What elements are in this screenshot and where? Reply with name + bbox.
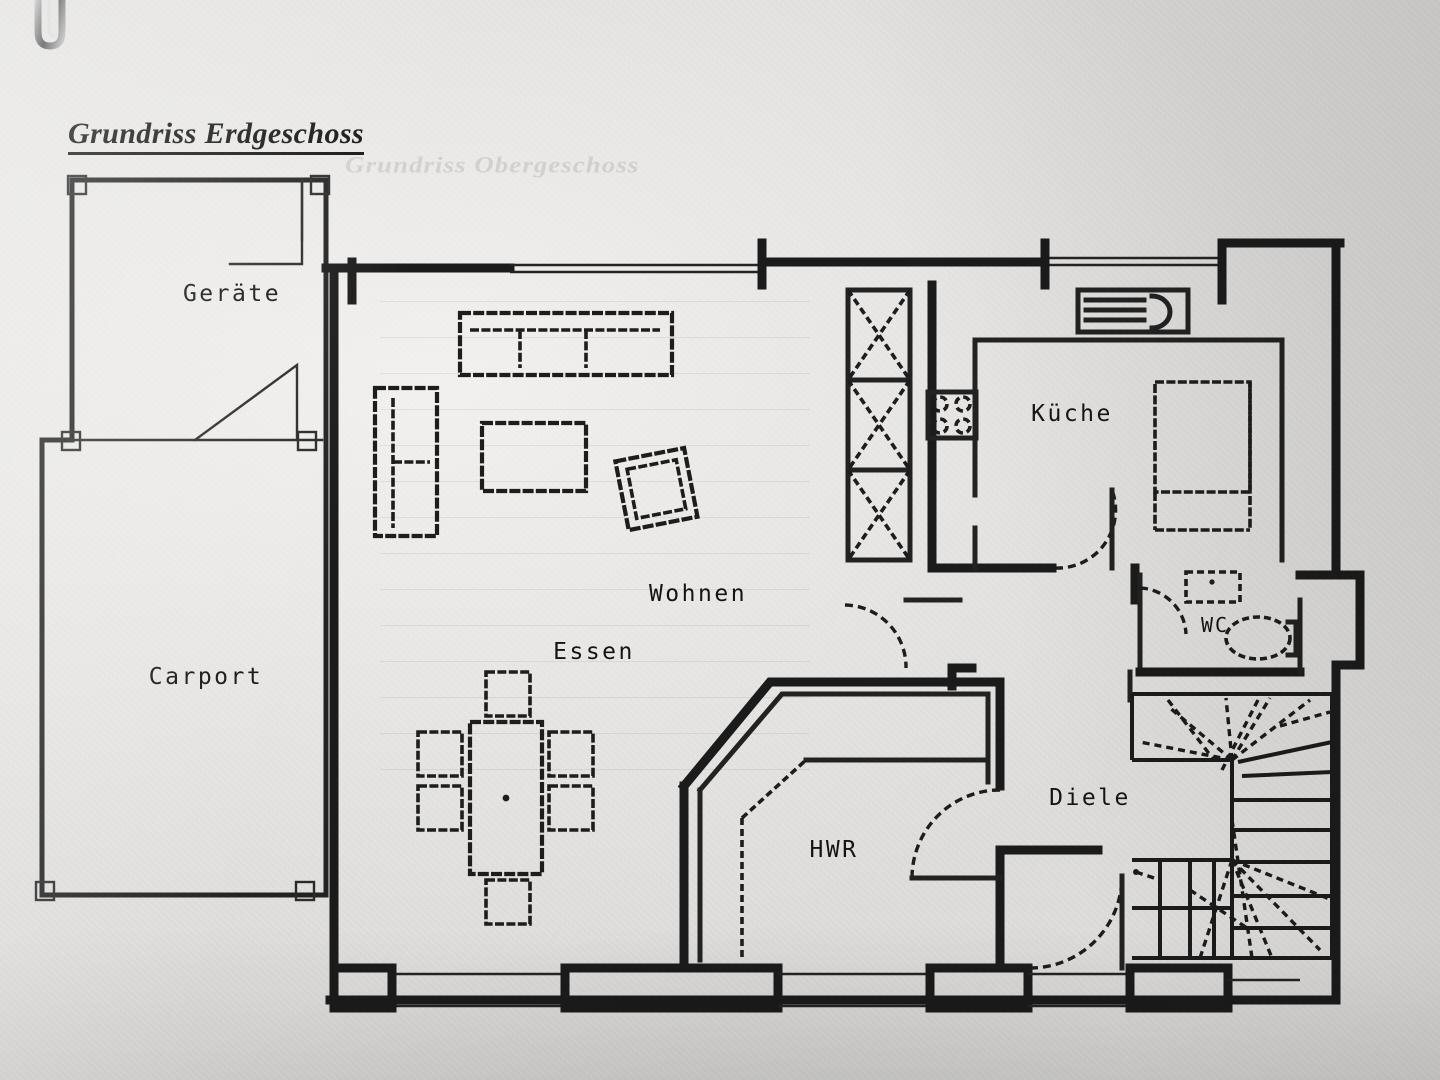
kitchen-door-icon[interactable] <box>1054 487 1118 571</box>
house-outer-walls <box>321 238 1365 1005</box>
room-label-essen: Essen <box>553 639 635 665</box>
paperclip-icon <box>34 0 66 50</box>
coffee-table-icon <box>479 420 589 494</box>
cooktop-icon <box>925 389 979 441</box>
dining-set-icon <box>416 670 595 926</box>
sofa-2-seat-icon <box>372 385 440 539</box>
room-label-kueche: Küche <box>1031 401 1113 427</box>
room-label-diele: Diele <box>1049 785 1131 811</box>
hwr-door-icon[interactable] <box>909 788 1003 881</box>
kitchen-island-icon <box>1153 380 1252 532</box>
top-wall-details <box>347 238 1227 305</box>
room-label-wc: WC <box>1201 613 1229 637</box>
sofa-3-seat-icon <box>457 310 675 378</box>
armchair-icon <box>612 445 700 533</box>
bottom-windows <box>329 963 1300 1013</box>
kitchen-walls <box>927 280 1285 605</box>
annex-outline <box>34 174 331 902</box>
room-label-wohnen: Wohnen <box>649 581 747 607</box>
winder-staircase-icon <box>1130 692 1334 960</box>
roof-slope-marker-icon <box>193 178 304 442</box>
wc-walls <box>1135 570 1341 677</box>
room-label-carport: Carport <box>149 664 263 690</box>
room-label-hwr: HWR <box>809 837 858 863</box>
diele-walls <box>995 669 1133 855</box>
hwr-walls <box>677 663 1005 973</box>
room-label-geraete: Geräte <box>183 281 281 307</box>
entrance-door-icon[interactable] <box>1029 873 1125 971</box>
page-title: Grundriss Erdgeschoss <box>68 118 364 155</box>
built-in-closet-icon <box>845 287 913 563</box>
wc-toilet-icon <box>1224 615 1299 661</box>
wc-door-icon[interactable] <box>1139 586 1188 635</box>
wohnen-door-icon[interactable] <box>844 597 963 669</box>
wc-washbasin-icon <box>1184 570 1242 604</box>
kitchen-sink-icon <box>1075 287 1191 335</box>
